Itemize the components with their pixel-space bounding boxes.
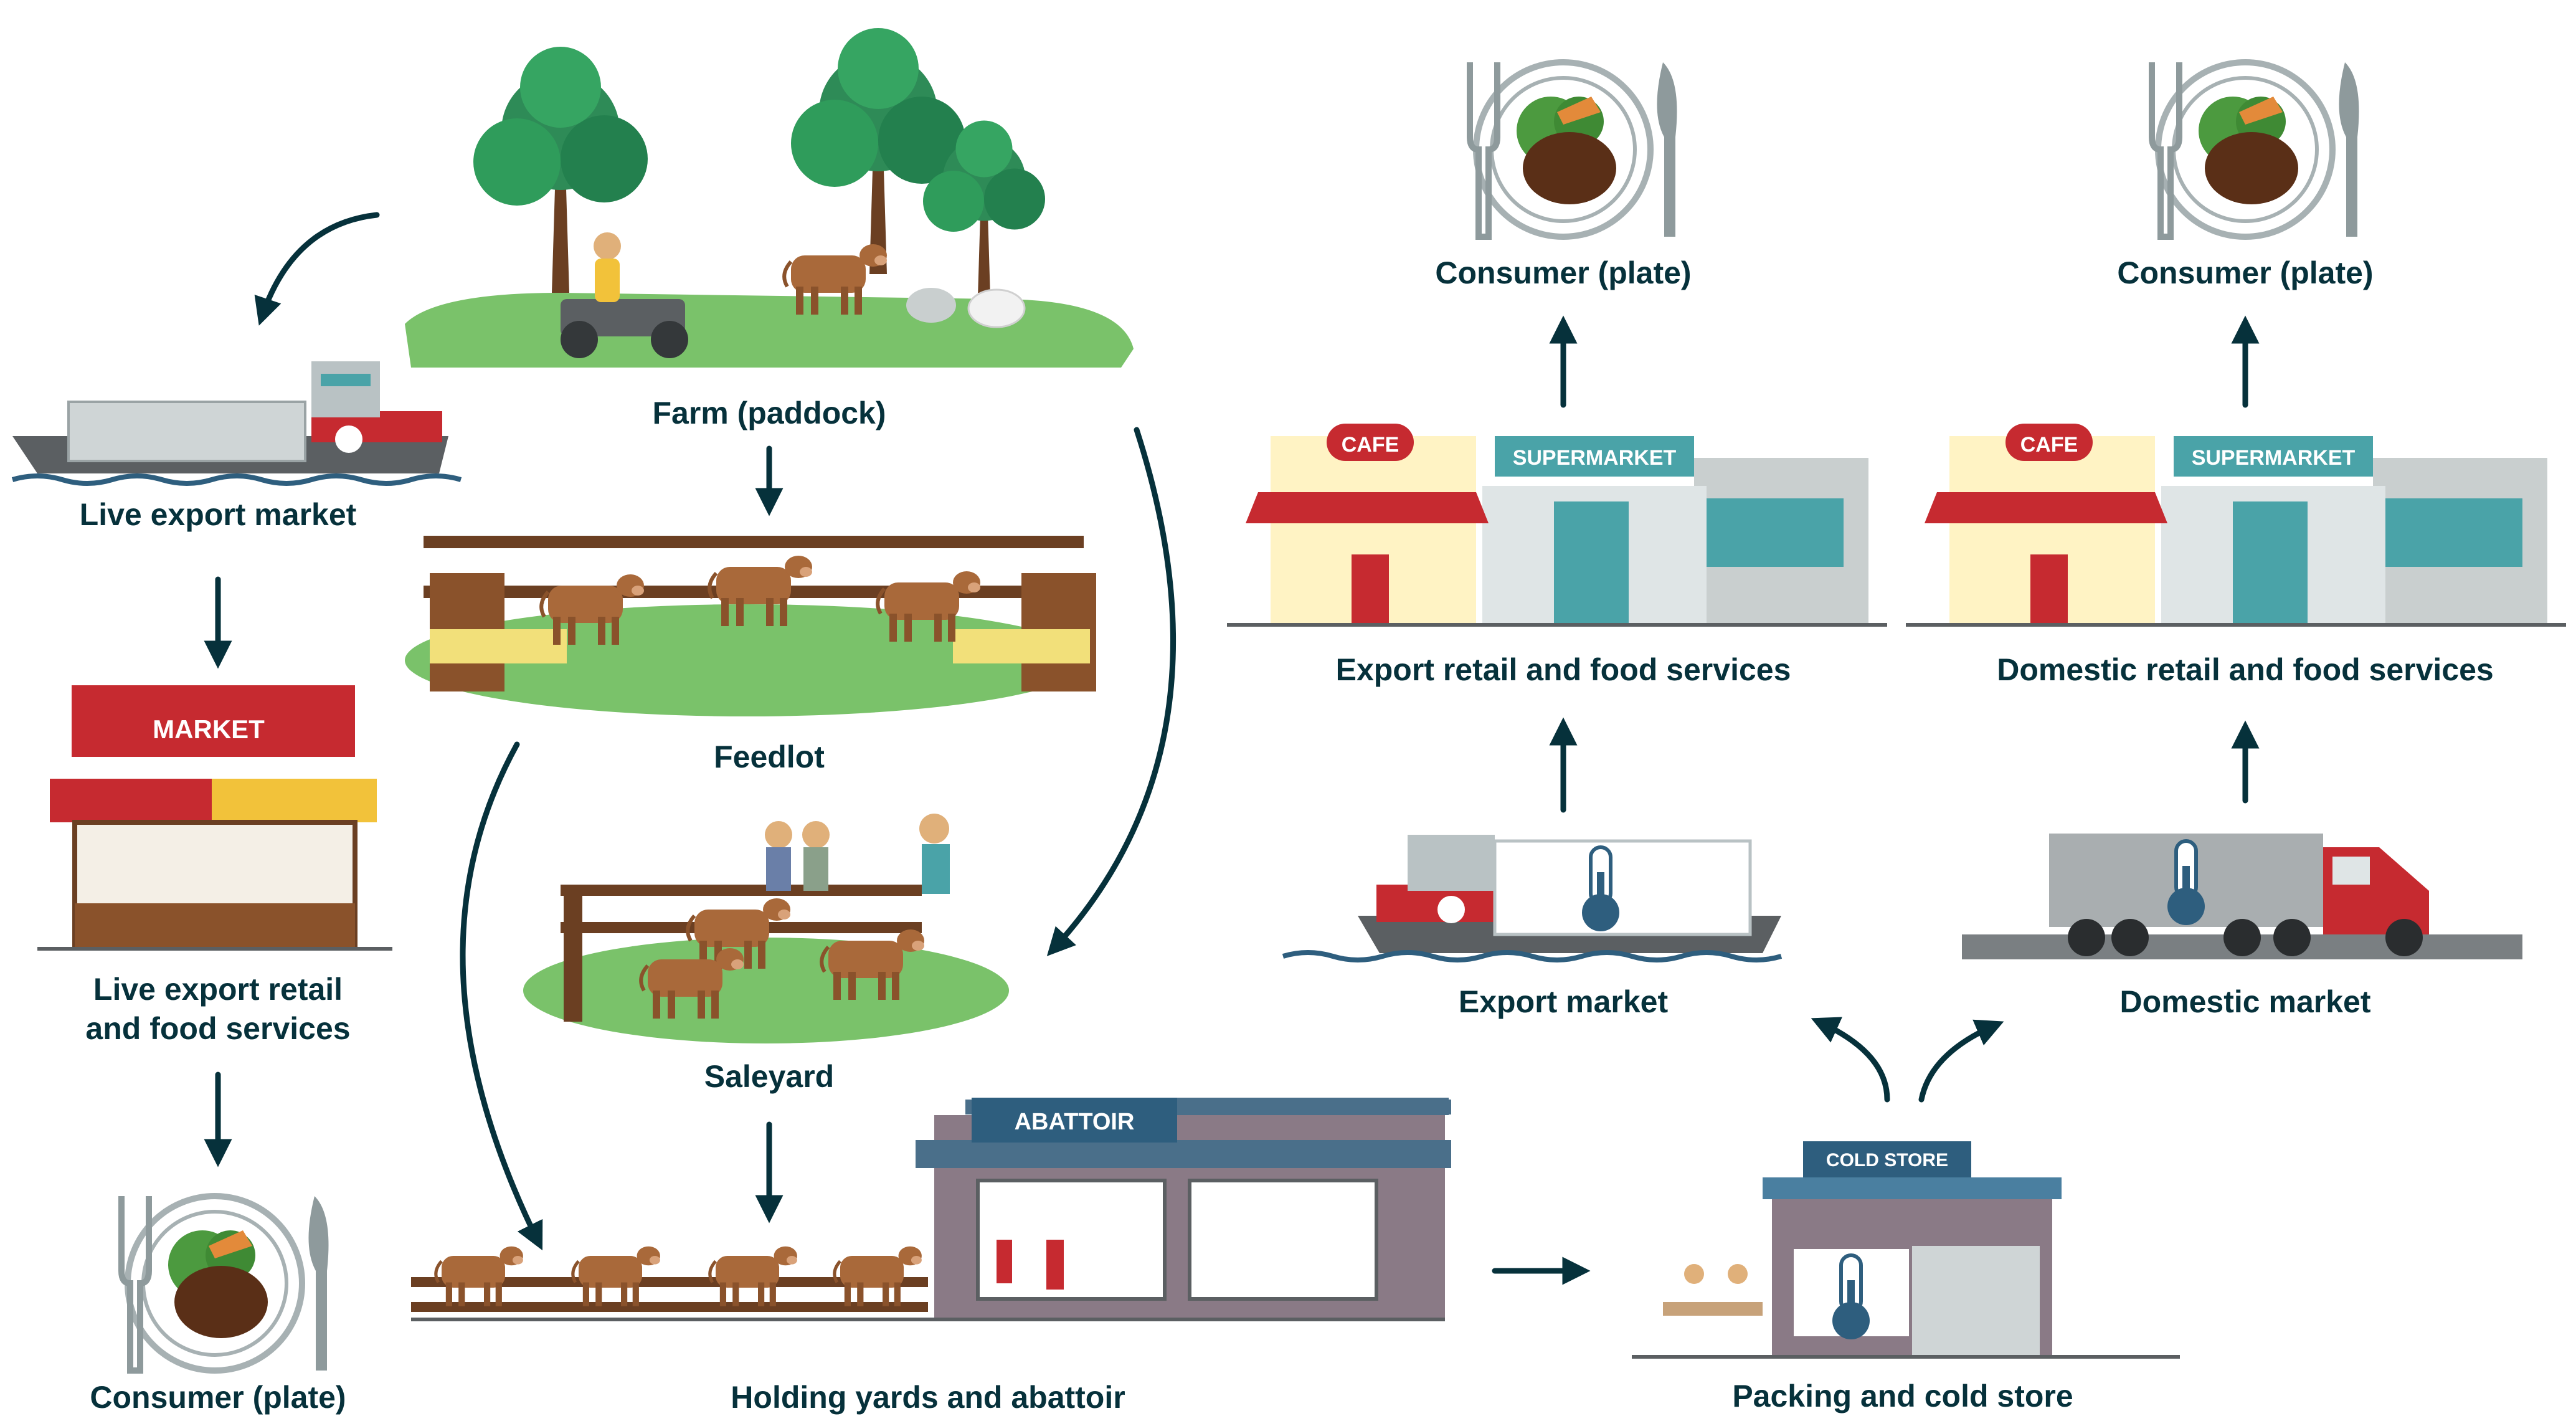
supermarket-export-sign: SUPERMARKET	[1513, 446, 1677, 470]
arrow-cold-store-to-export	[1811, 1017, 1890, 1103]
label-saleyard: Saleyard	[704, 1059, 834, 1094]
label-consumer-export: Consumer (plate)	[1435, 255, 1691, 290]
abattoir-sign-text: ABATTOIR	[1015, 1109, 1135, 1135]
arrow-cold-store-to-domestic	[1918, 1019, 2004, 1103]
label-export-retail: Export retail and food services	[1336, 652, 1791, 687]
farm-illustration	[405, 28, 1134, 368]
label-packing: Packing and cold store	[1732, 1379, 2073, 1414]
export-ship	[1282, 835, 1783, 962]
plate-export-icon	[1470, 62, 1677, 237]
plate-left-icon	[121, 1196, 329, 1371]
label-live-retail-line1: Live export retail	[93, 972, 343, 1007]
cafe-domestic-sign: CAFE	[2020, 433, 2078, 457]
saleyard-illustration	[523, 814, 1009, 1043]
label-live-export: Live export market	[80, 497, 357, 532]
arrow-feedlot-to-holding	[460, 741, 543, 1251]
label-farm: Farm (paddock)	[652, 396, 886, 430]
arrow-farm-to-live-export	[254, 212, 380, 326]
label-export-market: Export market	[1459, 984, 1669, 1019]
market-stall: MARKET	[37, 685, 392, 951]
arrow-farm-to-saleyard	[1046, 427, 1177, 956]
flow-arrows	[204, 212, 2260, 1285]
label-holding-yards: Holding yards and abattoir	[731, 1380, 1125, 1415]
domestic-truck	[1962, 834, 2522, 959]
holding-yards-abattoir	[411, 1098, 1451, 1321]
cold-store-sign: COLD STORE	[1826, 1150, 1948, 1171]
cafe-export-sign: CAFE	[1342, 433, 1399, 457]
label-feedlot: Feedlot	[714, 739, 825, 774]
abattoir-sign: ABATTOIR	[972, 1098, 1177, 1143]
cold-store-building: COLD STORE	[1632, 1141, 2180, 1359]
live-export-ship	[11, 361, 462, 486]
plate-domestic-icon	[2152, 62, 2359, 237]
label-domestic-retail: Domestic retail and food services	[1997, 652, 2494, 687]
domestic-shops: SUPERMARKET CAFE	[1906, 424, 2566, 627]
feedlot-illustration	[405, 536, 1096, 716]
label-live-retail-line2: and food services	[85, 1011, 350, 1046]
label-domestic-market: Domestic market	[2120, 984, 2371, 1019]
market-sign: MARKET	[153, 715, 265, 744]
label-consumer-left: Consumer (plate)	[90, 1380, 346, 1415]
supermarket-domestic-sign: SUPERMARKET	[2192, 446, 2356, 470]
label-consumer-domestic: Consumer (plate)	[2117, 255, 2373, 290]
export-shops: SUPERMARKET CAFE	[1227, 424, 1887, 627]
